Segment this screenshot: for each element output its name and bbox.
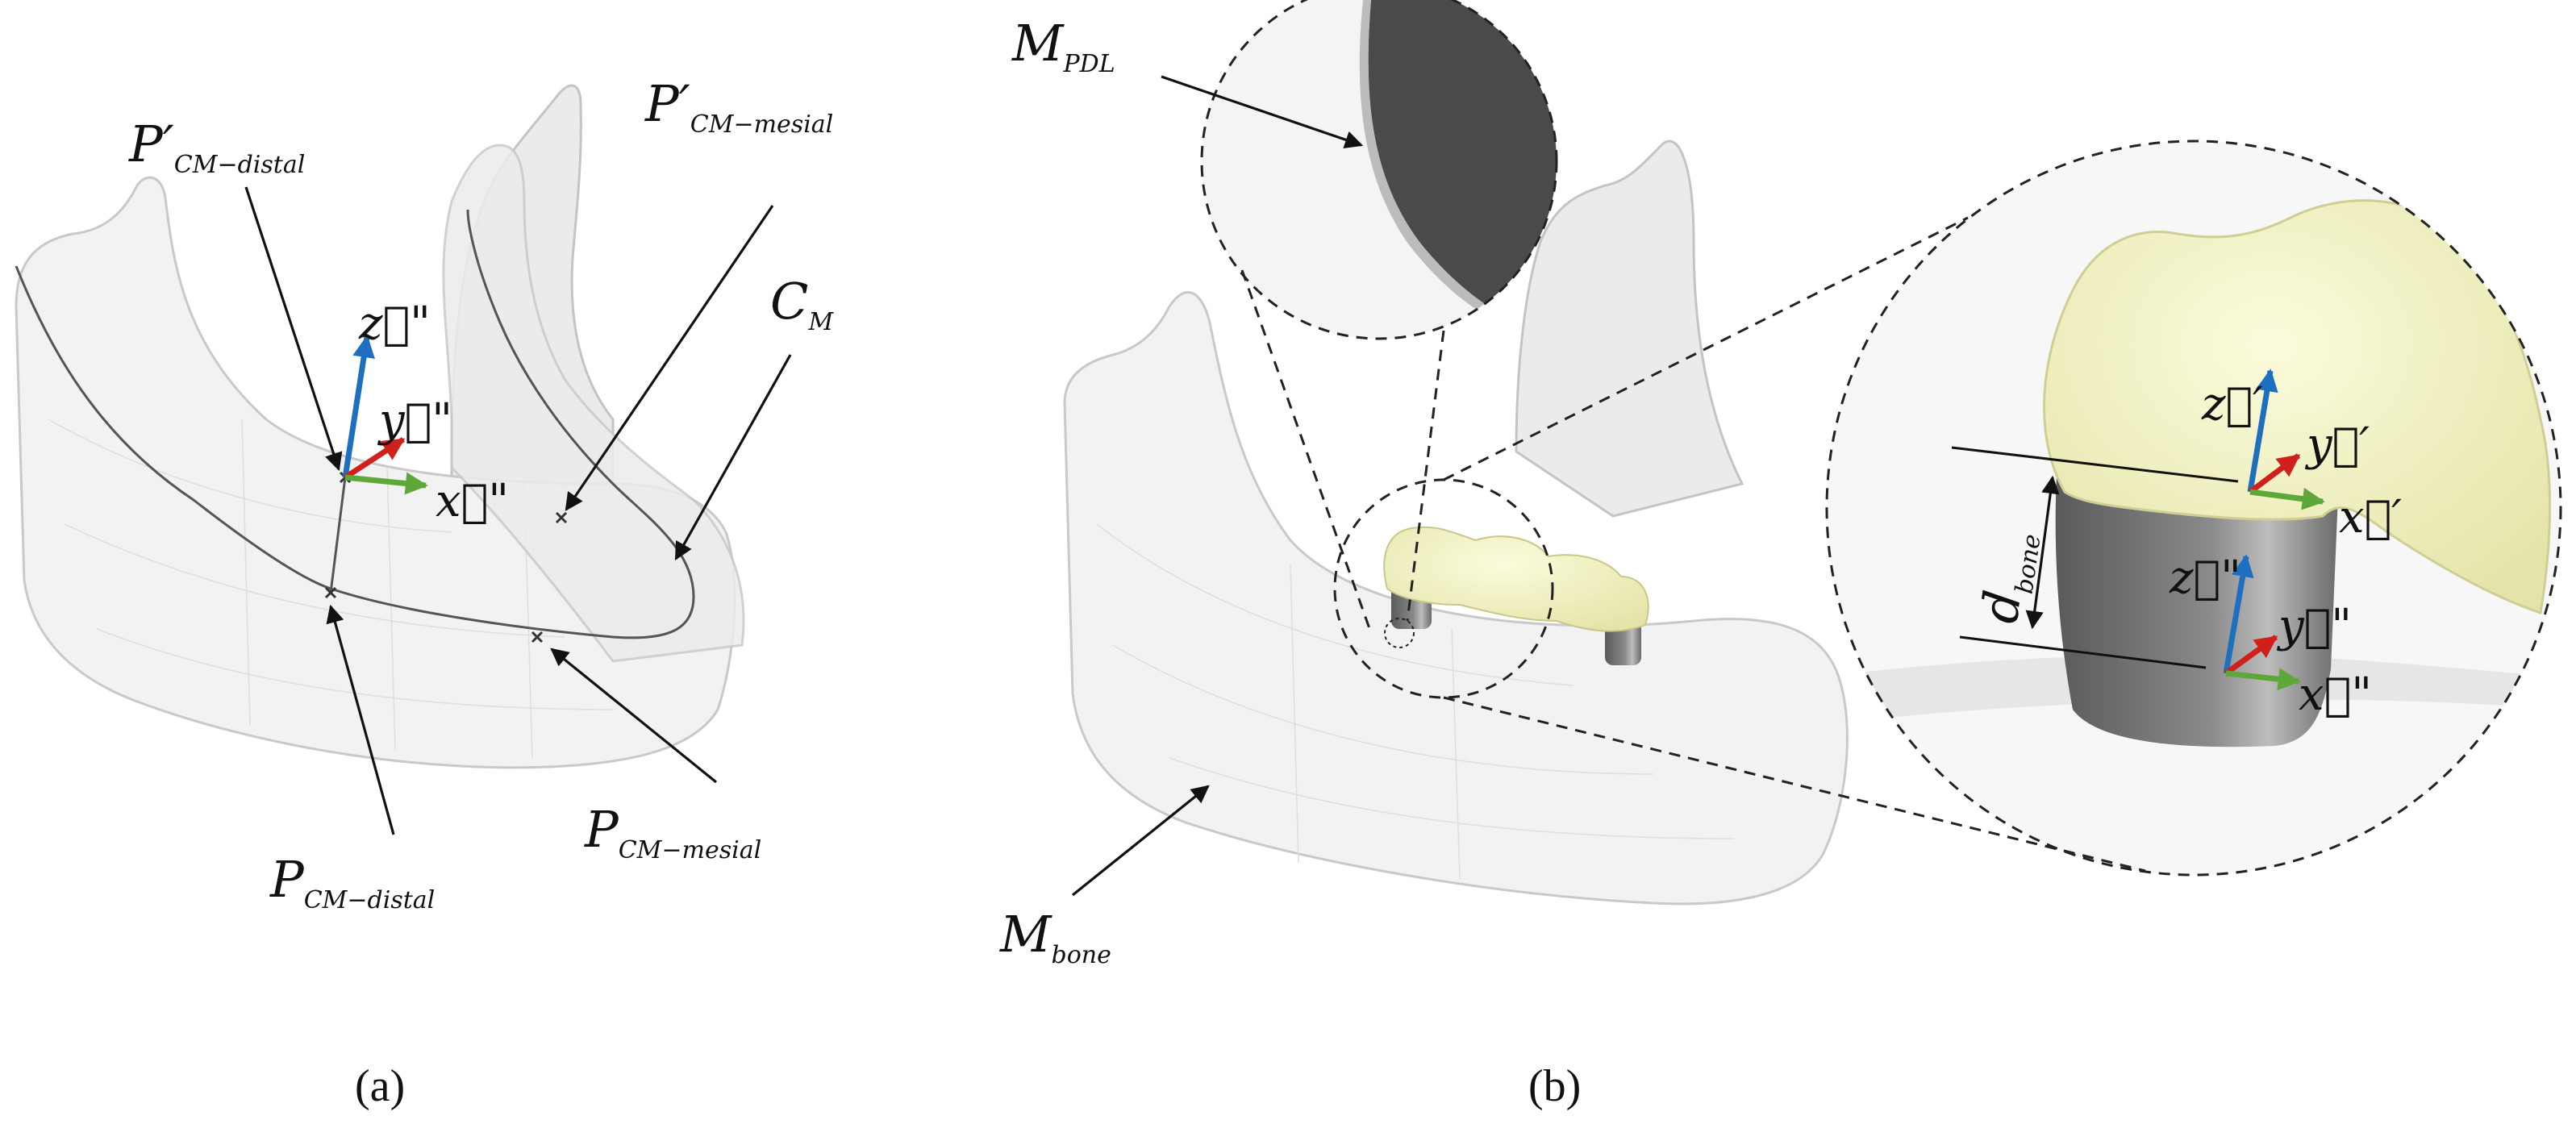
axis-label-z-crown: z⃗′	[2201, 378, 2263, 431]
zoom-connector-pdl-2	[1406, 330, 1445, 622]
mandible-body-b	[1063, 291, 1849, 906]
z-axis-arrow-a	[342, 335, 375, 478]
x-axis-arrow-crown	[2249, 487, 2325, 510]
z-axis-arrow-root	[2223, 554, 2254, 674]
crown-bridge-small	[1383, 526, 1649, 632]
x-axis-arrow-root	[2225, 668, 2301, 691]
arrow-c-m	[674, 354, 792, 560]
label-m-pdl: MPDL	[1011, 14, 1115, 78]
zoom-connector-pdl-1	[1240, 269, 1373, 634]
dental-curve-cm	[15, 209, 695, 639]
axis-label-x-root: x⃗"	[2299, 668, 2372, 721]
dbone-ext-top	[1951, 446, 2239, 483]
label-c-m: CM	[770, 272, 834, 336]
bridge-small	[1383, 526, 1649, 665]
arrow-p-cm-distal	[326, 604, 395, 835]
pdl-spot	[1384, 618, 1415, 648]
zoom-connector-big-2	[1443, 696, 2146, 872]
label-p-cm-mesial-prime: P′CM−mesial	[644, 74, 833, 139]
zoom-circle-pdl	[1200, 0, 1558, 340]
implant-mesial-small	[1605, 621, 1641, 665]
zoom-connector-big-1	[1443, 216, 1969, 481]
zoom-circle-big	[1825, 140, 2562, 877]
mandible-ramus-front	[442, 144, 745, 663]
axis-label-x-a: x⃗"	[436, 475, 509, 527]
x-axis-arrow-a	[344, 472, 428, 495]
panel-a: z⃗" y⃗" x⃗" P′CM−distal P′CM−mesial CM P…	[15, 74, 834, 1111]
y-axis-arrow-root	[2224, 635, 2278, 676]
axis-label-z-a: z⃗"	[358, 298, 431, 350]
caption-b: (b)	[1528, 1061, 1581, 1111]
axis-label-z-root: z⃗"	[2169, 552, 2241, 604]
axis-label-y-crown: y⃗′	[2304, 419, 2370, 471]
arrow-p-cm-distal-prime	[244, 186, 343, 472]
y-axis-arrow-a	[344, 437, 406, 480]
axis-label-y-root: y⃗"	[2276, 600, 2352, 652]
arrow-p-cm-mesial-prime	[565, 205, 774, 511]
inset-crown	[2043, 199, 2552, 614]
panel-b: z⃗′ y⃗′ x⃗′ z⃗" y⃗" x⃗" dbone MPDL Mbone…	[999, 0, 2562, 1111]
arrow-m-bone	[1071, 785, 1210, 897]
caption-a: (a)	[355, 1061, 405, 1111]
mesh-lines-b	[1096, 523, 1735, 880]
arrow-m-pdl	[1161, 75, 1364, 149]
label-p-cm-distal-prime: P′CM−distal	[128, 115, 305, 179]
big-inset-content	[1827, 141, 2561, 875]
vertical-link-line	[329, 477, 347, 593]
mesh-lines-a	[48, 419, 614, 759]
y-axis-arrow-crown	[2248, 453, 2301, 494]
mandible-ramus-b	[1515, 140, 1744, 518]
label-m-bone: Mbone	[999, 905, 1111, 969]
axis-label-x-crown: x⃗′	[2339, 491, 2402, 543]
z-axis-arrow-crown	[2247, 369, 2278, 493]
label-p-cm-mesial: PCM−mesial	[584, 800, 761, 864]
arrow-p-cm-mesial	[550, 648, 718, 784]
label-p-cm-distal: PCM−distal	[269, 850, 435, 914]
dbone-dimension-arrow	[2025, 475, 2060, 630]
axis-label-y-a: y⃗"	[377, 394, 452, 447]
dbone-ext-bottom	[1959, 635, 2207, 669]
